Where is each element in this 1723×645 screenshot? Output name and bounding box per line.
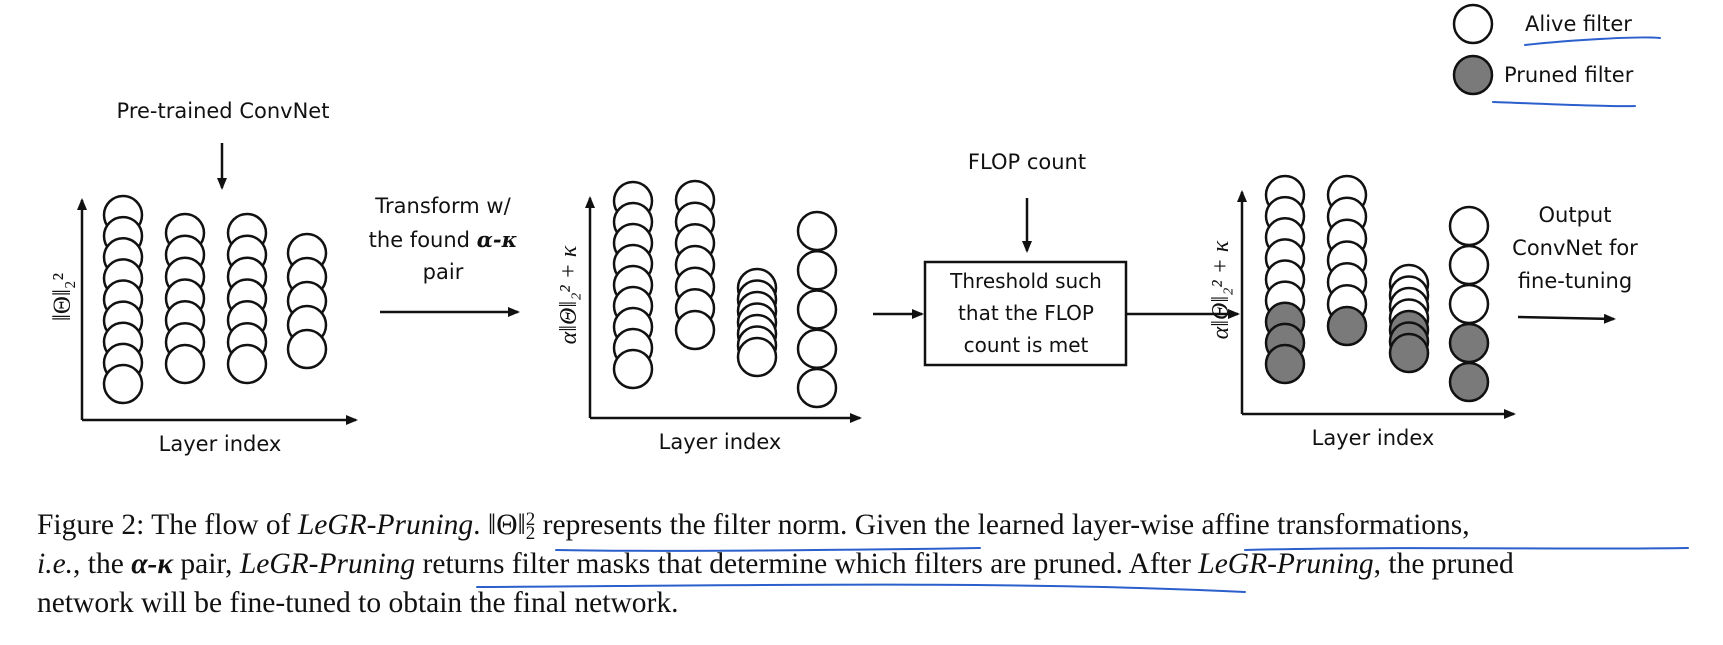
threshold-line2: that the FLOP [958,301,1094,325]
panel2-ylabel: α‖Θ‖₂² + κ [556,245,582,344]
threshold-box [923,260,1128,367]
underline-norm [555,547,981,552]
caption-ie: i.e. [37,548,74,580]
legend-pruned-label: Pruned filter [1504,63,1634,87]
alive-filter-circle [1448,283,1490,325]
threshold-line3: count is met [963,333,1089,357]
legend-pruned-circle [1452,54,1494,96]
pruned-filter-circle [1388,332,1430,374]
alive-filter-circle [796,210,838,252]
alive-filter-circle [102,363,144,405]
output-arrow [1517,313,1616,324]
panel3-axes [1237,190,1516,419]
handwritten-underlines [476,36,1689,593]
alive-filter-circle [226,343,268,385]
alive-filter-circle [1448,244,1490,286]
alpha-kappa-symbol: α-κ [476,227,518,252]
output-line1: Output [1538,203,1612,227]
alive-filter-circle [796,250,838,291]
output-line2: ConvNet for [1512,236,1638,260]
caption-line2: i.e., the α-κ pair, LeGR-Pruning returns… [37,545,1697,584]
caption-line1: Figure 2: The flow of LeGR-Pruning. ‖Θ‖2… [37,506,1697,545]
caption-alpha-kappa: α-κ [131,548,173,580]
caption-part4: pair, [173,548,240,580]
caption-fig-label: Figure 2: The flow of [37,509,298,541]
caption-part5: returns filter masks that determine whic… [415,548,1199,580]
panel3-xlabel: Layer index [1311,426,1435,450]
pruned-filter-circle [1448,361,1490,403]
caption-part2: represents the filter norm. Given the le… [535,509,1470,541]
transform-label-line1: Transform w/ [375,194,511,218]
alive-filter-circle [796,289,838,330]
alive-filter-circle [736,336,778,378]
pruned-filter-circle [1326,305,1368,347]
panel1-ylabel: ‖Θ‖₂² [49,273,76,321]
caption-line3: network will be fine-tuned to obtain the… [37,587,679,619]
threshold-line1: Threshold such [950,269,1102,293]
output-line3: fine-tuning [1517,269,1633,293]
caption-norm-symbol: ‖Θ‖ [487,509,526,541]
panel2-xlabel: Layer index [658,430,782,454]
underline-pruned [1492,101,1636,108]
alive-filter-circle [1448,205,1490,247]
transform-text: the found [368,228,477,252]
transform-label-line3: pair [422,260,464,284]
underline-affine [1244,547,1689,551]
caption-method-2: LeGR-Pruning [239,548,416,580]
figure-caption: Figure 2: The flow of LeGR-Pruning. ‖Θ‖2… [37,506,1697,623]
legend-alive-label: Alive filter [1525,12,1632,36]
caption-part6: , the pruned [1373,548,1514,580]
alive-filter-circle [674,309,716,351]
panel2-axes [585,196,862,423]
legend-alive-circle [1452,3,1494,45]
caption-method-3: LeGR-Pruning [1198,548,1374,580]
alive-filter-circle [612,348,654,390]
alive-filter-circle [286,328,328,370]
panel1-axes [77,198,358,425]
alive-filter-circle [164,343,206,385]
pretrained-label: Pre-trained ConvNet [116,99,330,123]
flow-arrows [217,143,1616,324]
caption-part3: , the [73,548,132,580]
panel1-xlabel: Layer index [158,432,282,456]
alive-filter-circle [796,367,838,409]
caption-method-1: LeGR-Pruning [297,509,474,541]
pruned-filter-circle [1264,343,1306,385]
panel3-ylabel: α‖Θ‖₂² + κ [1208,240,1234,339]
underline-masks [476,583,1246,593]
flop-count-label: FLOP count [967,150,1087,174]
underline-alive [1524,36,1661,46]
pruned-filter-circle [1448,322,1490,364]
caption-part1: . [473,509,488,541]
alive-filter-circle [796,328,838,370]
transform-label-line2: the found α-κ [348,223,538,257]
filter-circles [102,174,1490,409]
